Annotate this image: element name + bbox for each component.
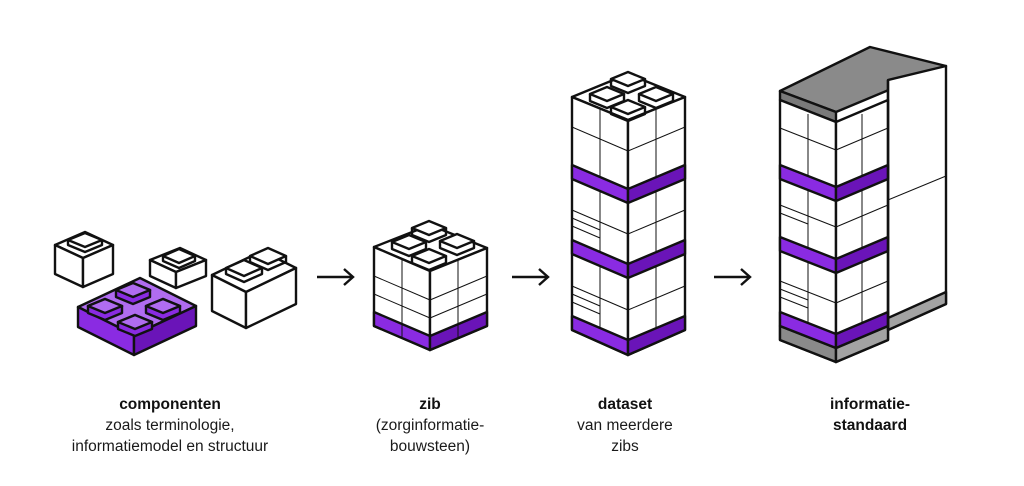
dataset-stack xyxy=(570,70,687,357)
arrow-right-icon xyxy=(317,268,355,286)
caption-title-line: standaard xyxy=(832,417,908,434)
component-purple-plate xyxy=(76,276,198,357)
caption-subtitle-line: bouwsteen) xyxy=(389,438,471,455)
component-small-brick xyxy=(53,230,115,289)
caption-zib: zib (zorginformatie- bouwsteen) xyxy=(350,394,510,457)
caption-subtitle-line: zibs xyxy=(611,438,639,455)
caption-componenten: componenten zoals terminologie, informat… xyxy=(30,394,310,457)
arrow-right-icon xyxy=(512,268,550,286)
caption-informatiestandaard: informatie- standaard xyxy=(790,394,950,436)
component-long-brick xyxy=(210,246,298,330)
zib-block xyxy=(372,219,489,352)
caption-subtitle-line: zoals terminologie, xyxy=(105,417,235,434)
component-flat-brick xyxy=(148,246,208,290)
caption-dataset: dataset van meerdere zibs xyxy=(540,394,710,457)
standard-cabinet xyxy=(778,45,948,364)
caption-subtitle-line: informatiemodel en structuur xyxy=(71,438,269,455)
caption-title: zib xyxy=(419,396,441,413)
arrow-right-icon xyxy=(714,268,752,286)
caption-title: dataset xyxy=(597,396,653,413)
caption-subtitle-line: van meerdere xyxy=(577,417,673,434)
caption-subtitle-line: (zorginformatie- xyxy=(375,417,485,434)
caption-title-line: informatie- xyxy=(829,396,911,413)
caption-title: componenten xyxy=(119,396,221,413)
